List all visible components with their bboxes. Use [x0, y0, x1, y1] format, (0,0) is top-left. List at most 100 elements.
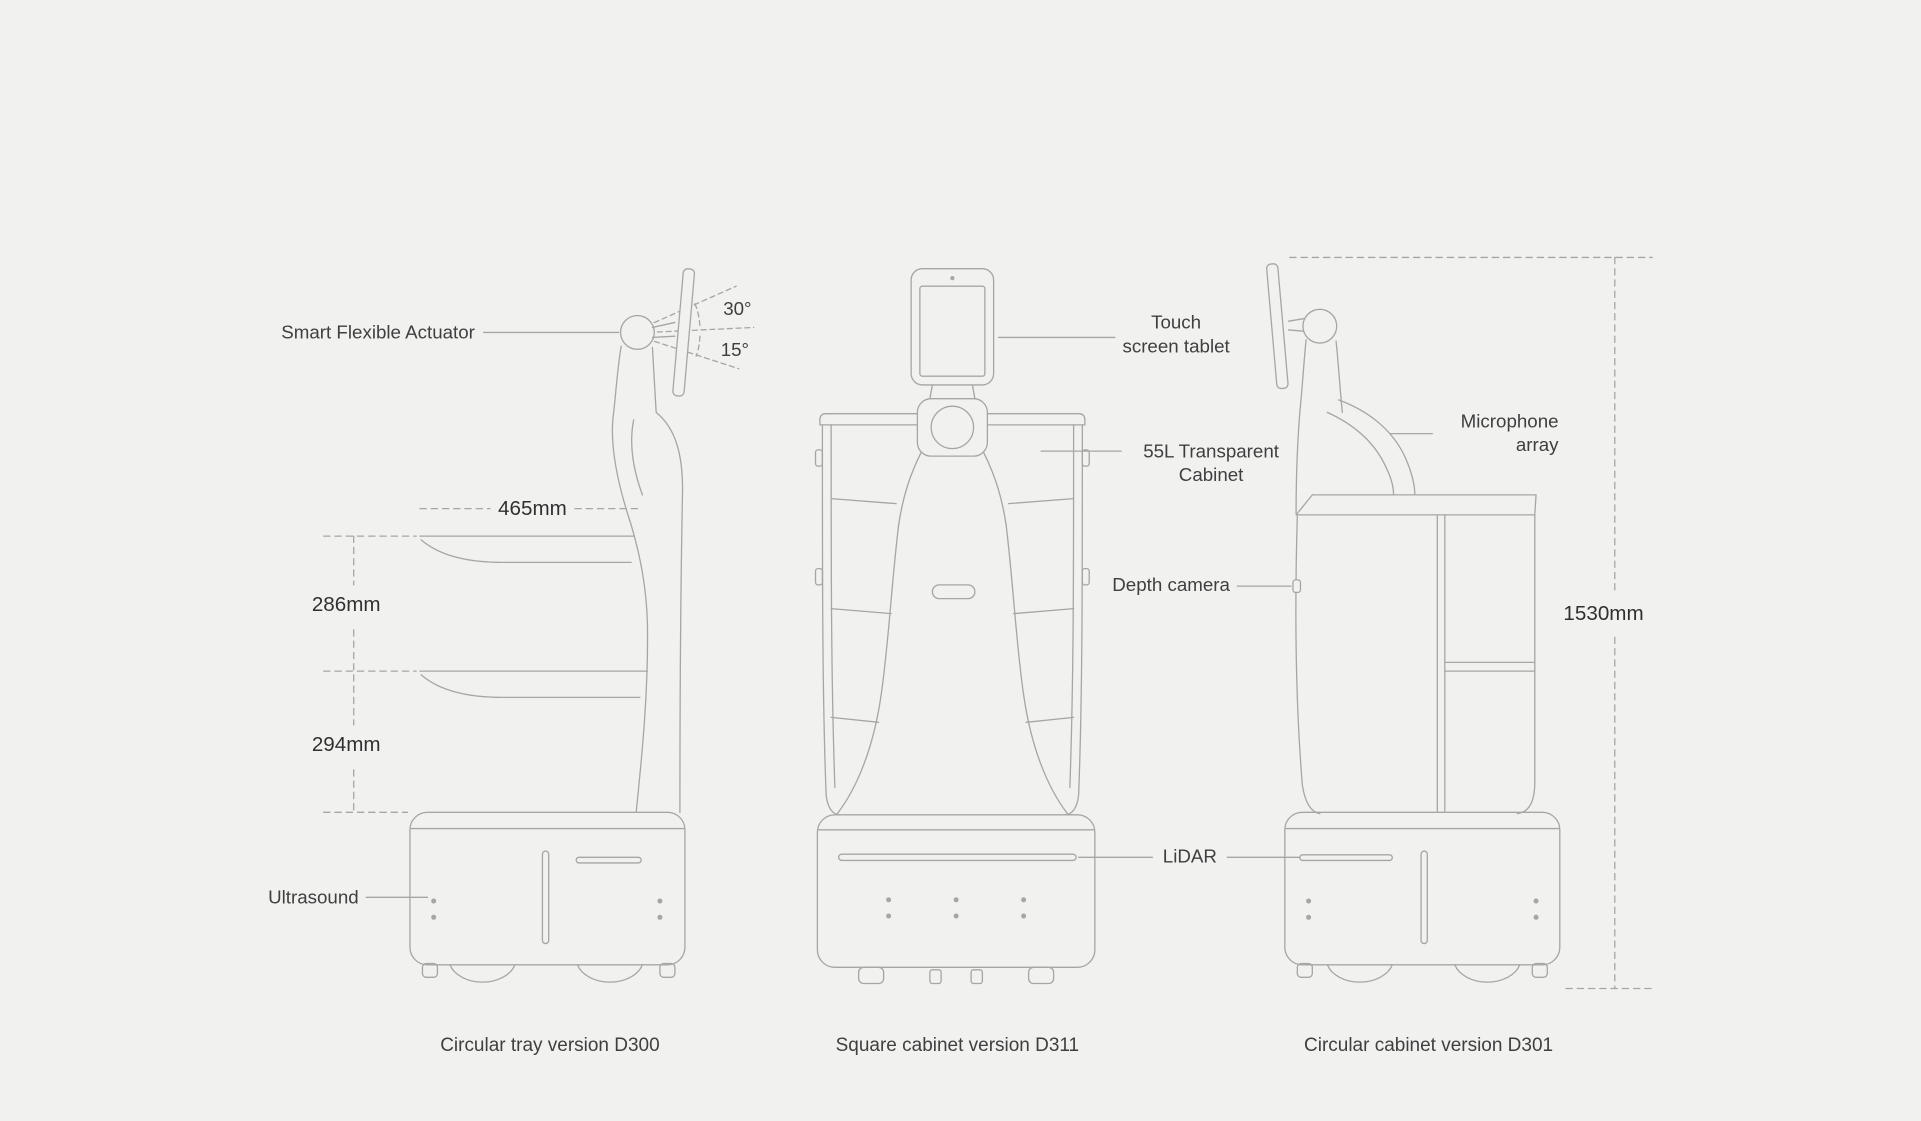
d300-base-groove [541, 850, 550, 945]
d300-actuator-pivot [619, 314, 655, 350]
ultrasound-label: Ultrasound [268, 887, 359, 908]
d311-base-shell [816, 814, 1096, 968]
d311-hinge-left-1 [814, 449, 824, 467]
d311-caster-center-2 [970, 969, 984, 985]
depth-camera-mark [1292, 579, 1302, 594]
shelf-gap-upper-label: 286mm [312, 593, 381, 616]
robot-d311-drawing [814, 268, 1096, 985]
d301-base [1284, 811, 1561, 983]
d311-tablet-screen [919, 285, 986, 377]
d300-caster-left [421, 962, 439, 978]
d300-base-shell [409, 811, 686, 966]
d311-left-wall-outer [821, 424, 841, 816]
d311-left-wall-inner [830, 424, 836, 788]
d301-neck-back-edge [1335, 340, 1343, 414]
d300-base [409, 811, 686, 983]
touch-screen-tablet-label-line2: screen tablet [1122, 335, 1230, 356]
d311-cabinet [814, 413, 1090, 816]
d311-tablet-camera-dot [950, 275, 955, 281]
depth-camera-label: Depth camera [1112, 574, 1230, 595]
d300-lower-tray [419, 670, 649, 699]
d311-head [897, 268, 1007, 526]
d311-mount-pivot [930, 405, 975, 450]
angle-arc-upper [694, 303, 701, 329]
captions: Circular tray version D300 Square cabine… [440, 1035, 1553, 1056]
d311-spine-right-edge [1005, 524, 1069, 815]
d301-caster-left [1296, 962, 1313, 978]
d301-neck-front-edge [1295, 339, 1307, 515]
robot-d301-drawing [1265, 263, 1561, 983]
d311-mount-flare [897, 451, 1007, 526]
d311-hinge-right-2 [1081, 567, 1090, 586]
d311-spine [836, 524, 1069, 815]
angle-ray-lower [645, 338, 740, 370]
d300-upper-tray [419, 535, 635, 564]
d301-cabinet-back-edge [1516, 514, 1536, 815]
d301-base-shell [1284, 811, 1561, 966]
tray-width-dim-label: 465mm [498, 497, 567, 520]
d301-base-groove [1420, 850, 1428, 945]
angle-15-label: 15° [721, 339, 749, 360]
d301-cabinet-divider [1436, 514, 1446, 812]
d311-caster-center-1 [929, 969, 942, 985]
d311-sensor-dots [886, 897, 1027, 919]
d300-tablet-side [672, 268, 696, 397]
d300-trunk-accent-curve [631, 419, 644, 496]
d300-wheels [449, 964, 644, 983]
d311-lidar-slot [837, 853, 1077, 862]
microphone-array-label-line1: Microphone [1461, 410, 1559, 431]
d311-spine-left-edge [836, 524, 900, 815]
d311-shelf-1 [830, 497, 1075, 505]
d311-annotations: Touch screen tablet 55L Transparent Cabi… [997, 312, 1301, 866]
d311-caster-right [1027, 966, 1055, 985]
d301-lidar-slot [1299, 854, 1393, 862]
d301-mic-curve-outer [1337, 399, 1416, 496]
d311-caster-left [857, 966, 885, 985]
angle-arc-lower [695, 335, 701, 357]
d300-tablet-bracket [651, 321, 676, 339]
d311-shelf-3 [830, 716, 1075, 723]
d311-right-wall-outer [1064, 424, 1084, 816]
d311-tablet-stem [929, 384, 976, 400]
d300-lidar-slot [575, 856, 642, 864]
d301-tablet-bracket [1287, 318, 1305, 332]
d300-body [419, 345, 684, 813]
d311-hinge-right-1 [1081, 449, 1090, 467]
d300-annotations: Smart Flexible Actuator 30° 15° 465mm 28… [268, 298, 751, 908]
d301-cabinet-top [1295, 494, 1537, 516]
d301-cabinet-front-edge [1295, 514, 1321, 815]
d300-trunk-back-edge [651, 346, 684, 813]
d311-right-wall-inner [1069, 424, 1075, 788]
d311-hinge-left-2 [814, 567, 824, 586]
smart-flexible-actuator-label: Smart Flexible Actuator [281, 322, 475, 343]
lidar-label: LiDAR [1163, 845, 1217, 866]
angle-ray-middle [648, 326, 755, 334]
cabinet-55l-label-line2: Cabinet [1179, 464, 1244, 485]
d301-head [1265, 263, 1338, 390]
d301-annotations: Microphone array 1530mm [1289, 256, 1653, 990]
d300-trunk-front-edge [611, 345, 649, 813]
caption-d300: Circular tray version D300 [440, 1035, 659, 1056]
ultrasound-sensor-dots [431, 898, 663, 920]
d301-caster-right [1531, 962, 1548, 978]
d311-base [816, 814, 1096, 985]
touch-screen-tablet-label-line1: Touch [1151, 312, 1201, 333]
d311-shelf-2 [830, 607, 1075, 615]
caption-d301: Circular cabinet version D301 [1304, 1035, 1553, 1056]
robot-d300-drawing [409, 268, 755, 983]
d301-wheels [1326, 964, 1521, 983]
d301-cabinet-shelf [1444, 661, 1536, 672]
d301-actuator-pivot [1302, 308, 1338, 344]
shelf-gap-lower-label: 294mm [312, 733, 381, 756]
microphone-array-label-line2: array [1516, 434, 1559, 455]
d301-sensor-dots [1306, 898, 1539, 920]
caption-d311: Square cabinet version D311 [836, 1035, 1079, 1056]
d301-mic-curve-inner [1326, 411, 1395, 496]
height-dim-label: 1530mm [1563, 602, 1643, 625]
d300-caster-right [659, 962, 676, 978]
d311-tablet-frame [910, 268, 995, 386]
d300-head [619, 268, 755, 397]
d311-handle [931, 584, 976, 600]
